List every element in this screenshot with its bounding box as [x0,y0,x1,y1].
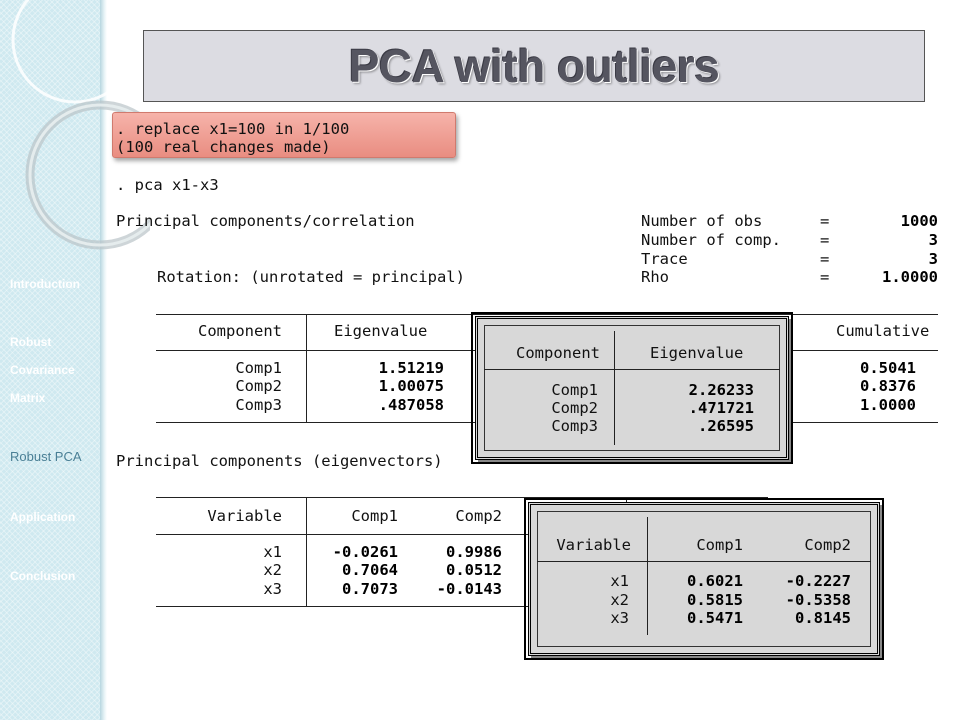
col-header-component: Component [198,322,282,340]
table-rule [156,534,528,535]
table-rule [484,369,780,370]
row-eigenvalue: 1.51219 [378,359,444,377]
nav-application[interactable]: Application [10,510,76,524]
robust-eigenvalue-popup: Component Eigenvalue Comp1 2.26233 Comp2… [471,312,793,464]
table-rule [156,606,528,607]
table-divider [306,497,307,606]
row-eigenvalue: 2.26233 [688,381,754,399]
table-rule [156,314,938,315]
row-variable: x1 [610,572,629,590]
eigenvectors-title: Principal components (eigenvectors) [116,452,443,470]
table-rule [537,561,871,562]
stat-value: 3 [928,231,938,249]
stat-eq: = [820,231,830,249]
row-component: Comp3 [551,417,598,435]
sidebar-edge [100,0,107,720]
stat-eq: = [820,268,830,286]
stat-label: Number of obs [641,212,763,230]
row-comp2: -0.2227 [785,572,851,590]
stat-value: 1000 [900,212,938,230]
row-variable: x2 [610,591,629,609]
stat-eq: = [820,250,830,268]
stat-label: Number of comp. [641,231,781,249]
row-comp1: 0.6021 [687,572,743,590]
nav-robust-pca[interactable]: Robust PCA [10,449,82,464]
stat-eq: = [820,212,830,230]
row-variable: x3 [610,609,629,627]
col-header-comp2: Comp2 [804,536,851,554]
row-eigenvalue: .26595 [698,417,754,435]
row-comp1: 0.7064 [342,561,398,579]
stat-label: Rho [641,268,669,286]
rotation-line: Rotation: (unrotated = principal) [157,268,465,286]
row-comp2: -0.5358 [785,591,851,609]
nav-conclusion[interactable]: Conclusion [10,569,76,583]
row-comp2: 0.0512 [446,561,502,579]
stat-value: 3 [928,250,938,268]
row-eigenvalue: .487058 [378,396,444,414]
nav-robust-line1[interactable]: Robust [10,335,52,349]
row-component: Comp1 [235,359,282,377]
row-variable: x2 [263,561,282,579]
row-variable: x1 [263,543,282,561]
row-comp2: -0.0143 [436,580,502,598]
popup-frame [484,325,780,451]
col-header-variable: Variable [207,507,282,525]
row-eigenvalue: 1.00075 [378,377,444,395]
row-comp1: 0.5815 [687,591,743,609]
row-eigenvalue: .471721 [688,399,754,417]
row-component: Comp2 [235,377,282,395]
row-component: Comp1 [551,381,598,399]
table-rule [156,497,768,498]
row-variable: x3 [263,580,282,598]
col-header-component: Component [516,344,600,362]
pca-header-title: Principal components/correlation [116,212,415,230]
row-cumulative: 0.8376 [860,377,916,395]
row-component: Comp3 [235,396,282,414]
table-divider [647,517,648,635]
col-header-eigenvalue: Eigenvalue [650,344,744,362]
popup-frame [537,511,871,647]
row-comp2: 0.9986 [446,543,502,561]
row-comp1: 0.5471 [687,609,743,627]
stat-label: Trace [641,250,688,268]
replace-command: . replace x1=100 in 1/100 [116,120,350,138]
title-box: PCA with outliers [143,30,925,102]
row-component: Comp2 [551,399,598,417]
stat-value: 1.0000 [882,268,938,286]
table-divider [306,314,307,422]
row-comp1: -0.0261 [332,543,398,561]
col-header-variable: Variable [556,536,631,554]
col-header-comp1: Comp1 [351,507,398,525]
robust-eigenvector-popup: Variable Comp1 Comp2 x1 0.6021 -0.2227 x… [524,498,884,660]
row-comp1: 0.7073 [342,580,398,598]
row-comp2: 0.8145 [795,609,851,627]
command-highlight [112,112,456,158]
table-divider [614,331,615,445]
col-header-comp2: Comp2 [455,507,502,525]
pca-command: . pca x1-x3 [116,176,219,194]
row-cumulative: 1.0000 [860,396,916,414]
row-cumulative: 0.5041 [860,359,916,377]
page-title: PCA with outliers [348,40,720,92]
col-header-comp1: Comp1 [696,536,743,554]
replace-result: (100 real changes made) [116,138,331,156]
nav-matrix-line3[interactable]: Matrix [10,391,46,405]
col-header-cumulative: Cumulative [836,322,930,340]
col-header-eigenvalue: Eigenvalue [334,322,428,340]
nav-covariance-line2[interactable]: Covariance [10,363,75,377]
nav-introduction[interactable]: Introduction [10,277,80,291]
